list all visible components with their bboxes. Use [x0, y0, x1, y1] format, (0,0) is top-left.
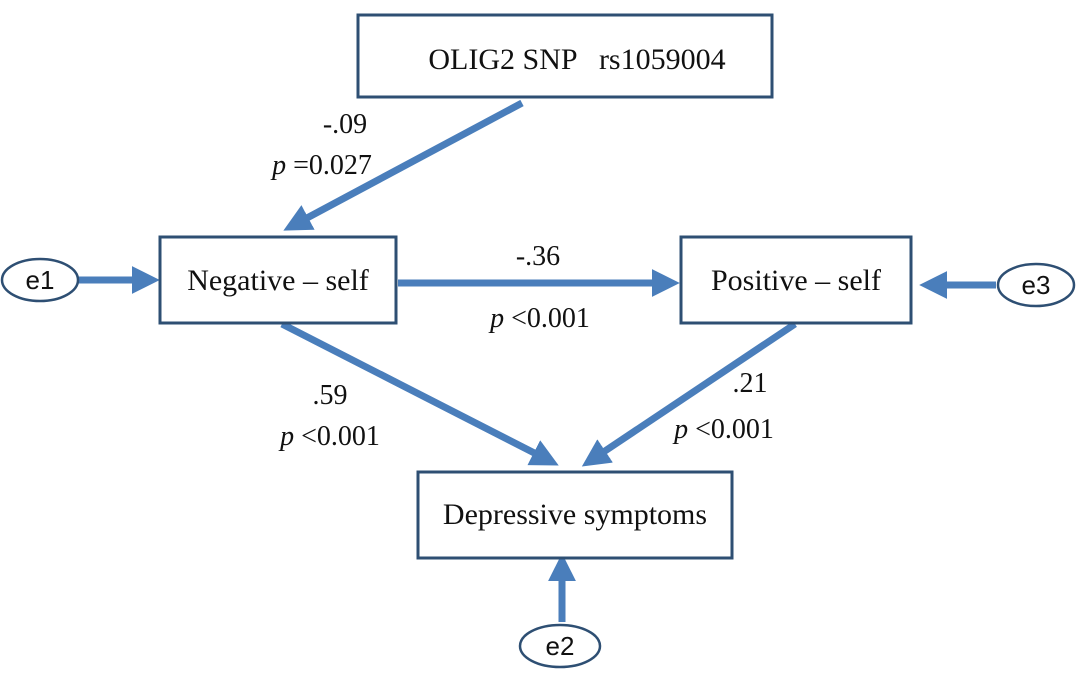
error-node-e2 — [518, 623, 602, 669]
coef-olig2-to-negative: -.09 — [323, 109, 367, 140]
p-value-text: <0.001 — [504, 303, 590, 334]
path-arrow-positive-to-depressive — [581, 321, 797, 467]
pvalue-negative-to-depressive: p <0.001 — [278, 421, 380, 452]
node-box-depressive — [416, 470, 734, 560]
error-label-e2: e2 — [546, 631, 575, 661]
error-label-e1: e1 — [26, 265, 55, 295]
p-symbol: p — [278, 421, 294, 452]
path-arrow-negative-to-depressive — [280, 320, 559, 466]
coef-negative-to-positive: -.36 — [516, 241, 560, 272]
node-label-positive-self: Positive – self — [711, 264, 881, 297]
p-value-text: <0.001 — [688, 414, 774, 445]
p-symbol: p — [488, 303, 504, 334]
error-label-e3: e3 — [1022, 270, 1051, 300]
pvalue-positive-to-depressive: p <0.001 — [672, 414, 774, 445]
p-value-text: <0.001 — [294, 421, 380, 452]
p-symbol: p — [270, 150, 286, 181]
coef-positive-to-depressive: .21 — [733, 368, 768, 399]
node-box-negative-self — [158, 235, 398, 325]
path-arrow-olig2-to-negative — [283, 99, 524, 231]
node-label-depressive: Depressive symptoms — [443, 498, 707, 531]
node-box-olig2 — [356, 13, 774, 99]
p-symbol: p — [672, 414, 688, 445]
node-label-olig2: OLIG2 SNP rs1059004 — [428, 43, 725, 76]
node-box-positive-self — [679, 235, 913, 325]
pvalue-olig2-to-negative: p =0.027 — [270, 150, 372, 181]
node-label-negative-self: Negative – self — [187, 264, 369, 297]
pvalue-negative-to-positive: p <0.001 — [488, 303, 590, 334]
error-node-e1 — [0, 257, 80, 303]
error-node-e3 — [996, 262, 1076, 308]
coef-negative-to-depressive: .59 — [313, 380, 348, 411]
p-value-text: =0.027 — [286, 150, 372, 181]
